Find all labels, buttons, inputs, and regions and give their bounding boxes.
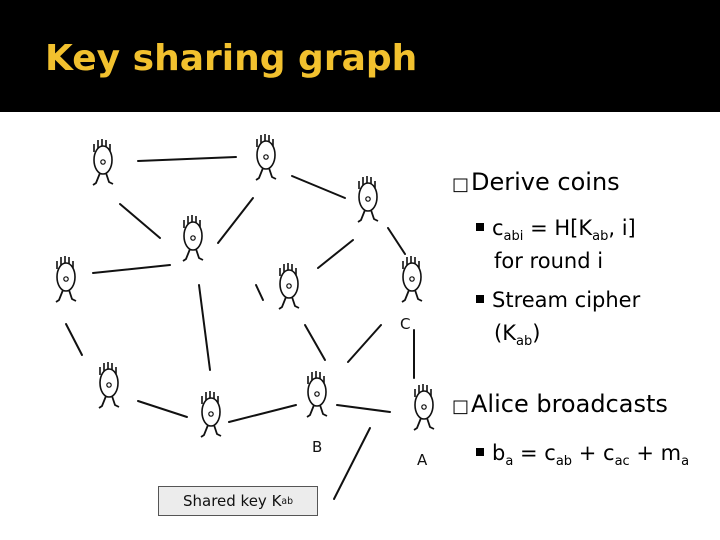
sub-bullet-broadcast-formula: ba = cab + cac + ma	[476, 441, 689, 470]
edge	[256, 285, 263, 300]
person-node-a	[414, 384, 434, 430]
person-node-b	[307, 371, 327, 417]
bullet-marker: □	[452, 396, 469, 417]
person-node-c	[402, 256, 422, 302]
edge	[292, 176, 345, 198]
sub-bullet-stream-cipher: Stream cipher	[476, 288, 640, 313]
square-bullet-icon	[476, 448, 484, 456]
node-label-a: A	[417, 451, 427, 469]
person-node	[279, 263, 299, 309]
nodes	[56, 134, 434, 437]
shared-key-label: Shared key K	[183, 492, 281, 510]
person-node	[99, 362, 119, 408]
edge	[337, 405, 390, 412]
bullet-text: Derive coins	[471, 168, 620, 196]
bullet-text: Stream cipher	[492, 288, 640, 312]
edge	[305, 325, 325, 360]
bullet-alice-broadcasts: □Alice broadcasts	[452, 390, 668, 418]
formula-sub: ab	[556, 454, 572, 469]
edge	[199, 285, 210, 370]
person-node	[56, 256, 76, 302]
bullet-marker: □	[452, 174, 469, 195]
bullet-derive-coins: □Derive coins	[452, 168, 620, 196]
formula-sub: ac	[615, 454, 630, 469]
edge	[318, 240, 353, 268]
edge	[218, 198, 253, 243]
sub-bullet-coin-formula: cabi = H[Kab, i]	[476, 216, 636, 245]
formula-part: )	[532, 321, 540, 345]
formula-part: (K	[494, 321, 516, 345]
formula-part: b	[492, 441, 505, 465]
formula-part: + c	[572, 441, 615, 465]
formula-sub: a	[681, 454, 689, 469]
bullet-text: for round i	[494, 249, 603, 273]
formula-part: , i]	[608, 216, 635, 240]
formula-part: = H[K	[523, 216, 592, 240]
bullet-text: Alice broadcasts	[471, 390, 668, 418]
sub-bullet-kab-line: (Kab)	[494, 321, 540, 350]
person-node	[256, 134, 276, 180]
shared-key-subscript: ab	[281, 496, 293, 507]
edge	[334, 428, 370, 499]
square-bullet-icon	[476, 223, 484, 231]
edge	[388, 228, 405, 254]
edge	[138, 401, 187, 417]
formula-part: = c	[513, 441, 556, 465]
edge	[66, 324, 82, 355]
edge	[120, 204, 160, 238]
formula-part: + m	[630, 441, 681, 465]
formula-sub: ab	[516, 334, 532, 349]
person-node	[358, 176, 378, 222]
edge	[348, 325, 381, 362]
edge	[138, 157, 236, 161]
formula-sub: ab	[592, 229, 608, 244]
sub-bullet-round-line: for round i	[494, 249, 603, 274]
edge	[229, 405, 296, 422]
square-bullet-icon	[476, 295, 484, 303]
formula-part: c	[492, 216, 504, 240]
person-node	[93, 139, 113, 185]
edge	[93, 265, 170, 273]
person-node	[183, 215, 203, 261]
formula-sub: abi	[504, 229, 524, 244]
node-label-c: C	[400, 315, 410, 333]
person-node	[201, 391, 221, 437]
node-label-b: B	[312, 438, 322, 456]
